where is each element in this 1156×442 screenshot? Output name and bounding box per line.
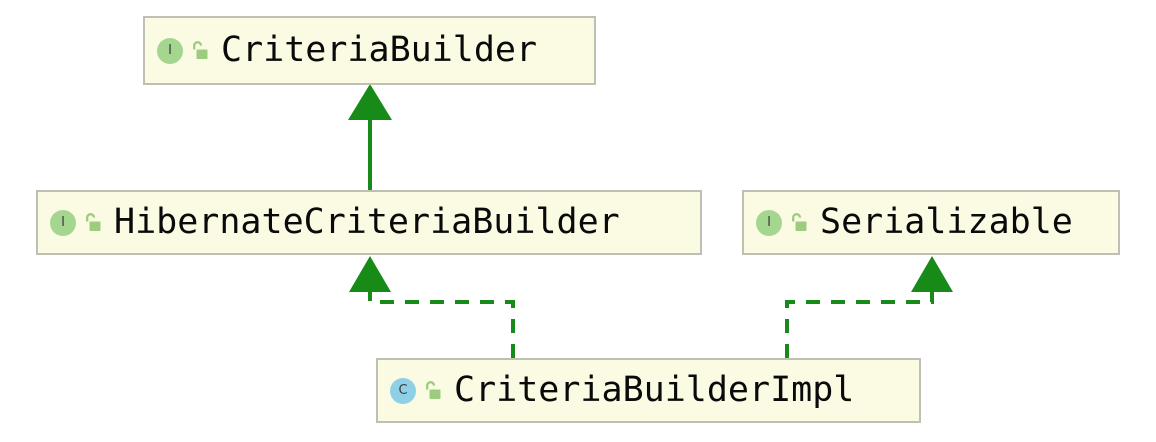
node-label: CriteriaBuilderImpl	[454, 370, 855, 410]
node-icon-group: I	[756, 209, 808, 236]
node-hibernate-criteria-builder[interactable]: I HibernateCriteriaBuilder	[36, 190, 702, 255]
node-icon-group: I	[50, 209, 102, 236]
arrowhead-triangle	[348, 84, 392, 120]
unlocked-padlock-icon	[193, 40, 208, 59]
edge-hibernate-extends-criteria	[348, 84, 392, 190]
node-label: HibernateCriteriaBuilder	[114, 202, 620, 242]
node-label: CriteriaBuilder	[221, 30, 538, 70]
node-serializable[interactable]: I Serializable	[742, 190, 1120, 255]
unlocked-padlock-icon	[426, 380, 441, 399]
unlocked-padlock-icon	[86, 212, 101, 231]
node-criteria-builder-impl[interactable]: C CriteriaBuilderImpl	[376, 358, 921, 423]
edge-line-dashed	[785, 287, 934, 358]
interface-icon: I	[50, 209, 76, 236]
edge-impl-implements-serializable	[785, 256, 953, 358]
node-icon-group: C	[390, 377, 442, 404]
node-label: Serializable	[820, 202, 1073, 242]
node-icon-group: I	[157, 37, 209, 64]
unlocked-padlock-icon	[792, 212, 807, 231]
interface-icon: I	[756, 209, 782, 236]
class-icon: C	[390, 377, 416, 404]
arrowhead-triangle	[349, 256, 391, 292]
interface-icon: I	[157, 37, 183, 64]
arrowhead-triangle	[911, 256, 953, 292]
node-criteria-builder[interactable]: I CriteriaBuilder	[143, 16, 596, 85]
edge-impl-implements-hibernate	[349, 256, 515, 358]
edge-line-dashed	[368, 287, 515, 358]
